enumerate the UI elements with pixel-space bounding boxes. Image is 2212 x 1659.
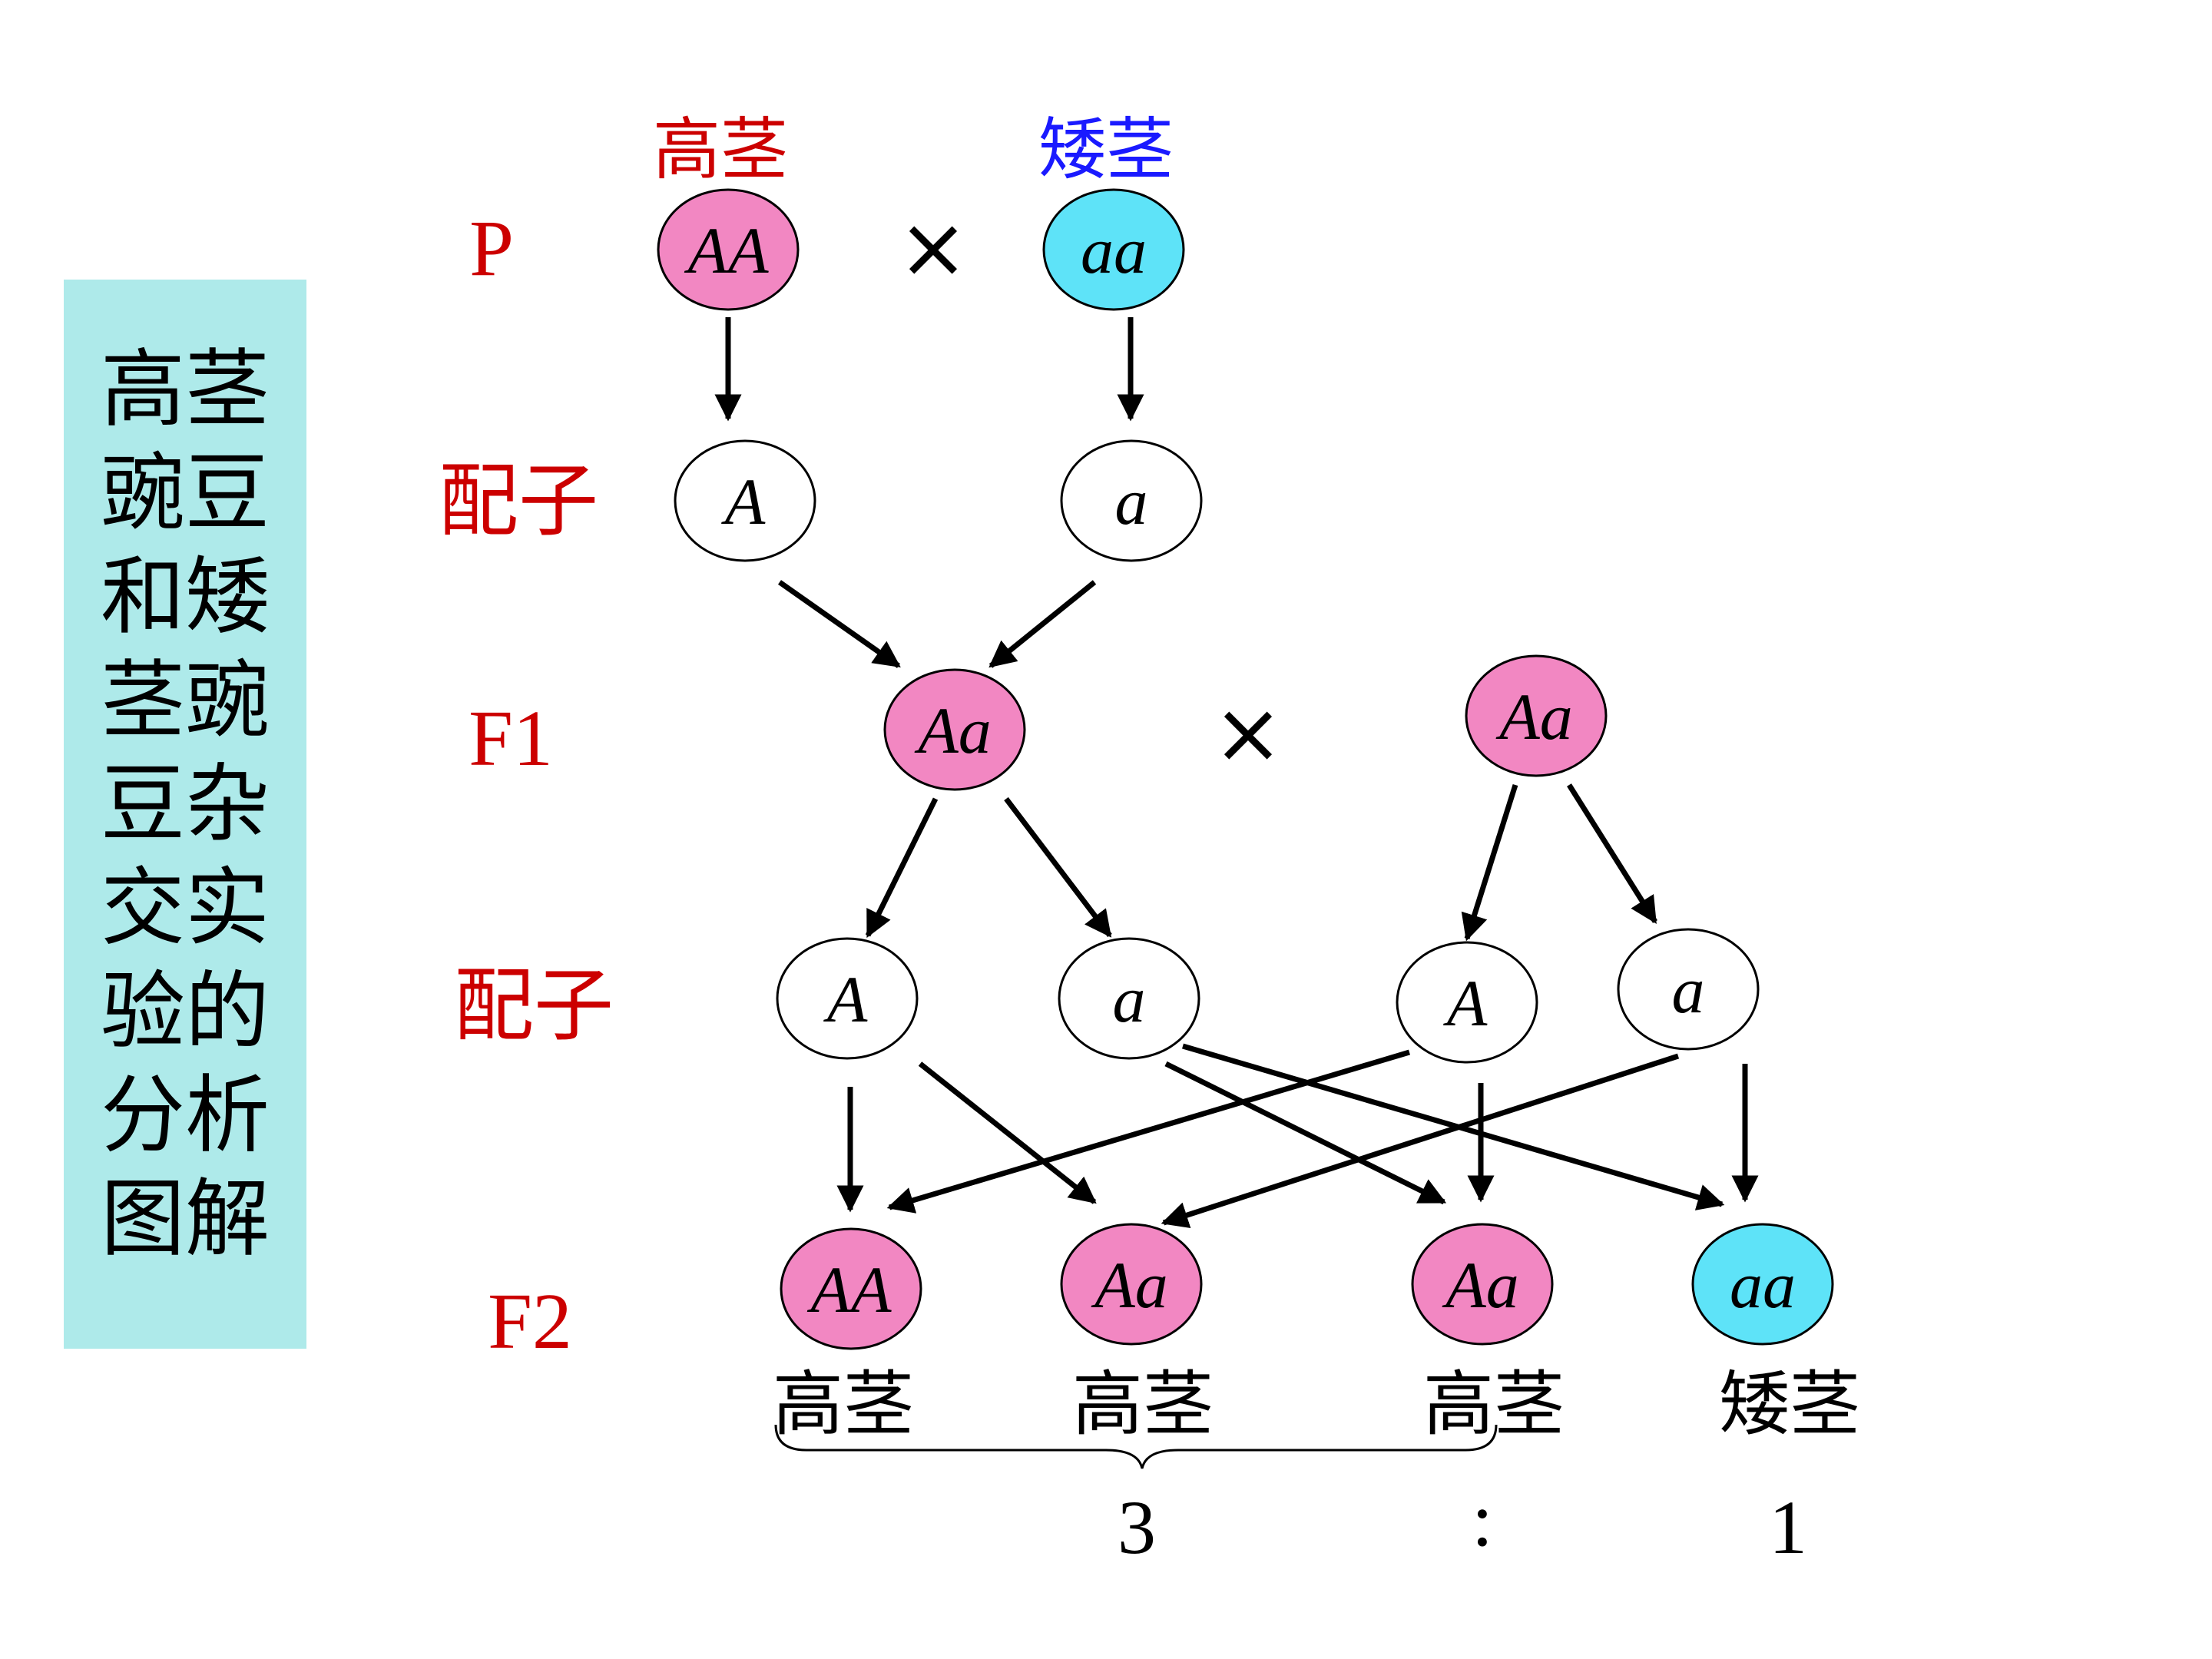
gamete-1-a-recessive: [1060, 439, 1203, 562]
f1-right-genotype: Aa: [1495, 680, 1573, 753]
f2-phenotype-3: 矮茎: [1719, 1363, 1860, 1445]
f2-cell-3: [1691, 1223, 1834, 1346]
arrow-a1-to-aa: [1182, 1043, 1725, 1210]
side-title: 高茎 豌豆 和矮 茎豌 豆杂 交实 验的 分析 图解: [101, 340, 270, 1268]
gamete-2-cell-1: [1058, 937, 1200, 1060]
row-label-gametes-1: 配子: [439, 454, 598, 548]
parent-dwarf-label: 矮茎: [1038, 110, 1174, 189]
f2-cell-2: [1411, 1223, 1554, 1346]
gamete-2-label-1: a: [1113, 962, 1146, 1036]
ratio-dwarf: 1: [1769, 1485, 1807, 1570]
ratio-tall: 3: [1118, 1485, 1156, 1570]
arrow-A1-to-Aa1: [918, 1061, 1097, 1204]
parent-tall-cell: [657, 188, 800, 311]
gamete-1-label-0: A: [721, 465, 766, 538]
arrow-A2-to-AA: [886, 1049, 1411, 1214]
gamete-1-a-dominant: [674, 439, 816, 562]
arrow-f1r-to-A: [1461, 783, 1518, 942]
gamete-2-cell-2: [1396, 941, 1538, 1064]
f2-genotype-3: aa: [1730, 1248, 1796, 1322]
side-title-panel: [64, 280, 306, 1349]
arrow-gamete-to-f1-right: [988, 580, 1097, 668]
arrow-f1r-to-a: [1567, 783, 1657, 924]
f2-phenotype-1: 高茎: [1072, 1363, 1214, 1445]
arrow-gamete-to-f1-left: [777, 580, 901, 668]
gamete-2-label-0: A: [823, 962, 868, 1036]
f2-genotype-2: Aa: [1442, 1248, 1519, 1322]
parent-dwarf-cell: [1042, 188, 1185, 311]
arrow-f1l-to-A: [865, 797, 939, 939]
row-label-f2: F2: [488, 1277, 572, 1366]
f1-left-genotype: Aa: [914, 694, 992, 767]
row-label-f1: F1: [469, 694, 553, 783]
f2-phenotype-0: 高茎: [773, 1363, 914, 1445]
parent-tall-label: 高茎: [653, 110, 788, 189]
gamete-1-label-1: a: [1115, 465, 1148, 538]
cross-symbol-f1: ×: [1213, 684, 1283, 782]
row-label-p: P: [469, 204, 514, 293]
arrow-a2-to-Aa1: [1161, 1053, 1680, 1228]
f2-genotype-0: AA: [806, 1253, 892, 1326]
ratio-separator: :: [1472, 1477, 1493, 1562]
cross-symbol-p: ×: [898, 198, 969, 296]
arrow-f1l-to-a: [1004, 796, 1112, 938]
f1-left-cell: [883, 668, 1026, 791]
gamete-2-label-2: A: [1443, 966, 1488, 1040]
tall-group-brace: [774, 1424, 1498, 1469]
parent-dwarf-genotype: aa: [1081, 214, 1147, 287]
f1-right-cell: [1465, 654, 1608, 777]
f2-cell-1: [1060, 1223, 1203, 1346]
parent-tall-genotype: AA: [684, 214, 769, 287]
row-label-gametes-2: 配子: [454, 959, 614, 1052]
f2-cell-0: [780, 1227, 922, 1350]
gamete-2-label-3: a: [1672, 953, 1705, 1027]
f2-phenotype-2: 高茎: [1423, 1363, 1565, 1445]
f2-genotype-1: Aa: [1091, 1248, 1168, 1322]
arrow-a1-to-Aa2: [1164, 1061, 1447, 1205]
gamete-2-cell-3: [1617, 928, 1760, 1051]
gamete-2-cell-0: [776, 937, 919, 1060]
